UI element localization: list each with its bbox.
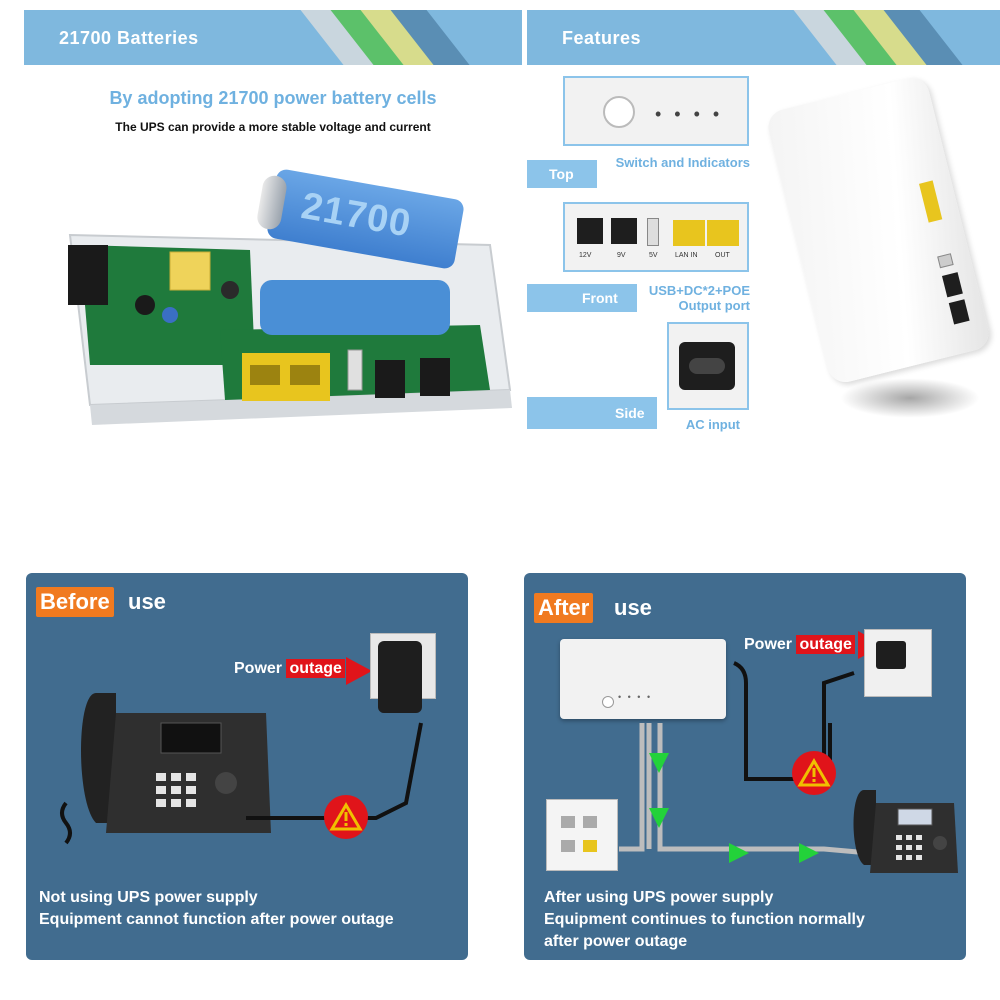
before-use-card: Before use Power outage Not using UPS po… bbox=[26, 573, 468, 960]
connection-cables bbox=[619, 661, 870, 856]
port-label: 9V bbox=[617, 252, 626, 259]
port-label: 5V bbox=[649, 252, 658, 259]
before-badge: Before bbox=[36, 587, 114, 617]
power-plug-icon bbox=[876, 641, 906, 669]
before-power-outage-label: Power outage bbox=[234, 659, 345, 678]
ups-device-illustration bbox=[764, 74, 993, 386]
features-header: Features bbox=[527, 10, 1000, 65]
front-label-line1: USB+DC*2+POE bbox=[648, 283, 750, 298]
top-label: Switch and Indicators bbox=[615, 155, 750, 170]
green-arrow-right-icon bbox=[729, 843, 749, 863]
batteries-header: 21700 Batteries bbox=[24, 10, 522, 65]
indicator-lights-icon: • • • • bbox=[655, 104, 724, 124]
ups-device-shadow bbox=[840, 378, 980, 418]
batteries-subline: The UPS can provide a more stable voltag… bbox=[115, 120, 431, 134]
after-power-outage-label: Power outage bbox=[744, 635, 855, 654]
network-wall-jack bbox=[546, 799, 618, 871]
green-arrow-down-icon bbox=[649, 753, 669, 773]
features-header-title: Features bbox=[562, 28, 642, 48]
power-cable bbox=[246, 722, 423, 820]
after-badge: After bbox=[534, 593, 594, 623]
side-view-box bbox=[667, 322, 749, 410]
port-label: OUT bbox=[715, 252, 730, 259]
top-view-box: • • • • bbox=[563, 76, 749, 146]
tag-side: Side bbox=[527, 397, 657, 429]
power-switch-icon bbox=[603, 96, 635, 128]
power-word: Power bbox=[234, 660, 283, 677]
tag-front: Front bbox=[527, 284, 637, 312]
side-label: AC input bbox=[685, 417, 740, 432]
ups-internal-illustration bbox=[68, 233, 512, 425]
batteries-header-title: 21700 Batteries bbox=[59, 28, 199, 48]
usb-port-icon bbox=[647, 218, 659, 246]
after-caption: After using UPS power supply Equipment c… bbox=[544, 887, 865, 953]
before-caption-line2: Equipment cannot function after power ou… bbox=[39, 911, 394, 928]
ups-unit: • • • • bbox=[560, 639, 726, 719]
green-arrow-right-icon bbox=[799, 843, 819, 863]
dc-port-icon bbox=[577, 218, 603, 244]
outage-word: outage bbox=[796, 635, 855, 654]
warning-icon bbox=[324, 795, 368, 839]
batteries-headline: By adopting 21700 power battery cells bbox=[109, 88, 437, 108]
port-label: LAN IN bbox=[675, 252, 698, 259]
before-caption-line1: Not using UPS power supply bbox=[39, 889, 258, 906]
green-arrow-down-icon bbox=[649, 808, 669, 828]
before-caption: Not using UPS power supply Equipment can… bbox=[39, 887, 394, 931]
after-caption-line3: after power outage bbox=[544, 933, 688, 950]
port-label: 12V bbox=[579, 252, 592, 259]
warning-icon bbox=[792, 751, 836, 795]
after-caption-line1: After using UPS power supply bbox=[544, 889, 774, 906]
before-badge-rest: use bbox=[128, 589, 166, 614]
outage-word: outage bbox=[286, 659, 345, 678]
battery-label: 21700 bbox=[298, 185, 415, 246]
tag-top: Top bbox=[527, 160, 597, 188]
after-caption-line2: Equipment continues to function normally bbox=[544, 911, 865, 928]
power-adapter-icon bbox=[378, 641, 422, 713]
lan-out-port-icon bbox=[707, 220, 739, 246]
after-badge-rest: use bbox=[614, 595, 652, 620]
power-word: Power bbox=[744, 636, 793, 653]
ac-input-port-icon bbox=[679, 342, 735, 390]
dc-port-icon bbox=[611, 218, 637, 244]
front-view-box: 12V 9V 5V LAN IN OUT bbox=[563, 202, 749, 272]
lan-in-port-icon bbox=[673, 220, 705, 246]
front-label-line2: Output port bbox=[678, 298, 750, 313]
red-arrow-icon bbox=[346, 657, 372, 685]
desk-phone-illustration bbox=[853, 790, 958, 873]
front-label: USB+DC*2+POE Output port bbox=[600, 283, 750, 313]
after-use-card: After use • • • • Power outage bbox=[524, 573, 966, 960]
desk-phone-illustration bbox=[60, 693, 271, 845]
